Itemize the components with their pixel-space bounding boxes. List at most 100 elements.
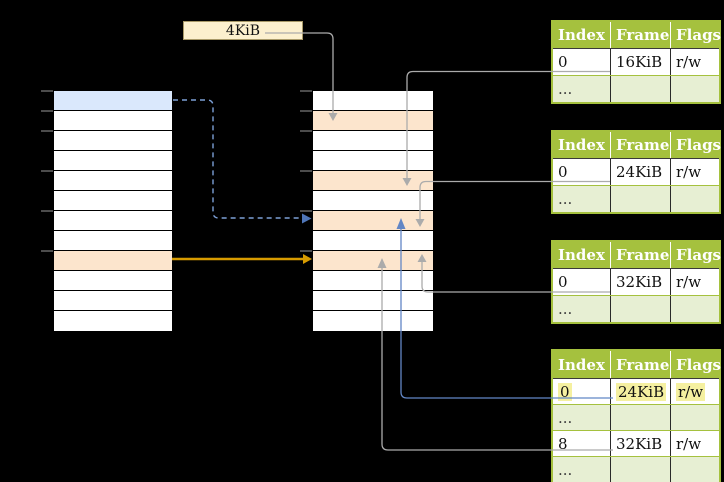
cell-value: r/w bbox=[676, 53, 702, 71]
cell-value: 0 bbox=[558, 273, 568, 291]
page-table-row: 0 16KiB r/w bbox=[553, 48, 719, 75]
arrowhead-right-icon bbox=[303, 254, 312, 264]
cell-value: ... bbox=[558, 460, 573, 479]
memory-row-white bbox=[313, 131, 433, 151]
highlighted-value: 0 bbox=[558, 382, 572, 401]
column-header: Flags bbox=[670, 22, 721, 48]
cell-value: 32KiB bbox=[616, 273, 663, 291]
memory-row-white bbox=[313, 271, 433, 291]
cell-value: 32KiB bbox=[616, 434, 663, 453]
memory-row-white bbox=[54, 151, 172, 171]
memory-row-white bbox=[313, 291, 433, 311]
table-cell: r/w bbox=[670, 431, 719, 456]
page-table-row: ... bbox=[553, 185, 719, 212]
page-size-label: 4KiB bbox=[183, 21, 303, 40]
table-cell: 0 bbox=[553, 159, 610, 185]
column-header: Frame bbox=[610, 22, 670, 48]
column-header: Flags bbox=[670, 242, 721, 268]
memory-row-white bbox=[54, 171, 172, 191]
memory-row-white bbox=[313, 311, 433, 331]
table-cell: r/w bbox=[670, 379, 719, 404]
memory-row-white bbox=[313, 151, 433, 171]
memory-row-white bbox=[54, 191, 172, 211]
cell-value: ... bbox=[558, 80, 573, 98]
memory-row-orange bbox=[313, 211, 433, 231]
table-cell bbox=[670, 405, 719, 430]
column-header: Flags bbox=[670, 132, 721, 158]
physical-memory-column bbox=[312, 90, 434, 332]
physical-memory-ticks bbox=[300, 90, 312, 252]
memory-row-white bbox=[54, 211, 172, 231]
column-header: Frame bbox=[610, 351, 670, 378]
arrowhead-right-icon bbox=[302, 213, 312, 224]
table-cell: 8 bbox=[553, 431, 610, 456]
cell-value: 0 bbox=[558, 53, 568, 71]
cell-value: ... bbox=[558, 408, 573, 427]
memory-row-white bbox=[54, 271, 172, 291]
table-cell: r/w bbox=[670, 159, 719, 185]
cell-value: r/w bbox=[676, 163, 702, 181]
memory-row-white bbox=[313, 231, 433, 251]
memory-row-white bbox=[54, 111, 172, 131]
memory-row-white bbox=[313, 91, 433, 111]
table-cell: ... bbox=[553, 457, 610, 482]
column-header: Index bbox=[558, 355, 605, 374]
page-table-row: 0 24KiB r/w bbox=[553, 158, 719, 185]
cell-value: r/w bbox=[676, 273, 702, 291]
table-cell: ... bbox=[553, 296, 610, 322]
table-cell: 16KiB bbox=[610, 49, 670, 75]
cell-value: 8 bbox=[558, 434, 568, 453]
page-table-row: ... bbox=[553, 456, 719, 482]
table-cell: 24KiB bbox=[610, 159, 670, 185]
column-header: Frame bbox=[610, 132, 670, 158]
table-cell: ... bbox=[553, 405, 610, 430]
page-table-row: ... bbox=[553, 75, 719, 102]
memory-row-white bbox=[54, 131, 172, 151]
page-table-row: ... bbox=[553, 295, 719, 322]
table-cell: 32KiB bbox=[610, 269, 670, 295]
table-cell bbox=[610, 457, 670, 482]
table-cell: 32KiB bbox=[610, 431, 670, 456]
virtual-memory-column bbox=[53, 90, 173, 332]
cell-value: 0 bbox=[558, 163, 568, 181]
page-table-row: 0 24KiB r/w bbox=[553, 378, 719, 404]
column-header: Index bbox=[558, 26, 605, 44]
memory-row-white bbox=[54, 231, 172, 251]
table-cell bbox=[670, 76, 719, 102]
memory-row-orange bbox=[313, 171, 433, 191]
page-table-row: ... bbox=[553, 404, 719, 430]
table-cell: ... bbox=[553, 186, 610, 212]
table-cell: 0 bbox=[553, 379, 610, 404]
memory-row-orange bbox=[54, 251, 172, 271]
memory-row-orange bbox=[313, 251, 433, 271]
table-cell: ... bbox=[553, 76, 610, 102]
page-size-text: 4KiB bbox=[225, 22, 261, 39]
table-cell: r/w bbox=[670, 49, 719, 75]
memory-row-blue bbox=[54, 91, 172, 111]
highlighted-value: r/w bbox=[676, 382, 706, 401]
memory-row-white bbox=[313, 191, 433, 211]
cell-value: ... bbox=[558, 300, 573, 318]
memory-row-orange bbox=[313, 111, 433, 131]
table-cell bbox=[670, 296, 719, 322]
cell-value: ... bbox=[558, 190, 573, 208]
cell-value: 16KiB bbox=[616, 53, 663, 71]
column-header: Index bbox=[558, 246, 605, 264]
virtual-memory-ticks bbox=[41, 90, 53, 252]
cell-value: r/w bbox=[676, 434, 702, 453]
memory-row-white bbox=[54, 291, 172, 311]
arrow-virtual-blue-to-frame bbox=[173, 99, 302, 219]
table-cell bbox=[610, 76, 670, 102]
table-cell: 0 bbox=[553, 269, 610, 295]
table-cell bbox=[670, 186, 719, 212]
table-cell bbox=[610, 296, 670, 322]
table-cell: 24KiB bbox=[610, 379, 670, 404]
